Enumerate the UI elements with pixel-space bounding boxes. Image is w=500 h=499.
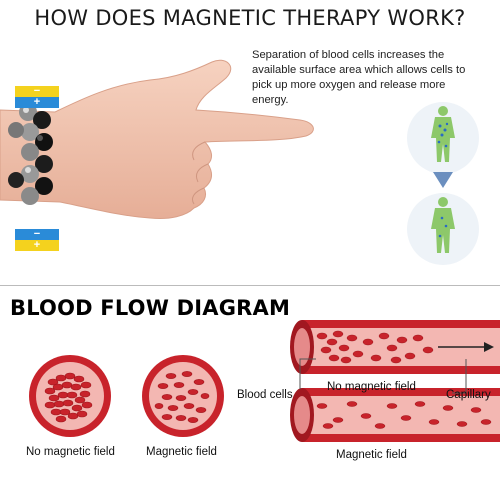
page-title: HOW DOES MAGNETIC THERAPY WORK? [34,6,466,30]
vessel-no-field-label: No magnetic field [327,381,416,393]
plus-sign: + [15,97,59,108]
minus-sign: − [15,86,59,97]
section-divider [0,285,500,286]
blood-circle-magnetic [142,355,224,437]
arrow-down-icon [433,172,453,188]
vessel-magnetic [290,388,500,442]
minus-sign: − [15,229,59,240]
polarity-badge-top: − + [15,86,59,108]
circle-caption-no-field: No magnetic field [26,446,115,458]
polarity-badge-bottom: + − [15,229,59,251]
body-figures-illustration [407,102,479,265]
blood-flow-title: BLOOD FLOW DIAGRAM [10,296,291,320]
capillary-label: Capillary [446,389,491,401]
circle-caption-magnetic: Magnetic field [146,446,217,458]
therapy-description: Separation of blood cells increases the … [252,49,466,106]
plus-sign: + [15,240,59,251]
body-after-icon [431,197,455,253]
vessel-no-field [290,320,500,374]
vessel-magnetic-label: Magnetic field [336,449,407,461]
body-before-icon [431,106,455,162]
callout-lines [299,358,467,394]
blood-cells-label: Blood cells [237,389,293,401]
blood-circle-no-field [29,355,111,437]
flow-arrow-icon [484,342,494,352]
